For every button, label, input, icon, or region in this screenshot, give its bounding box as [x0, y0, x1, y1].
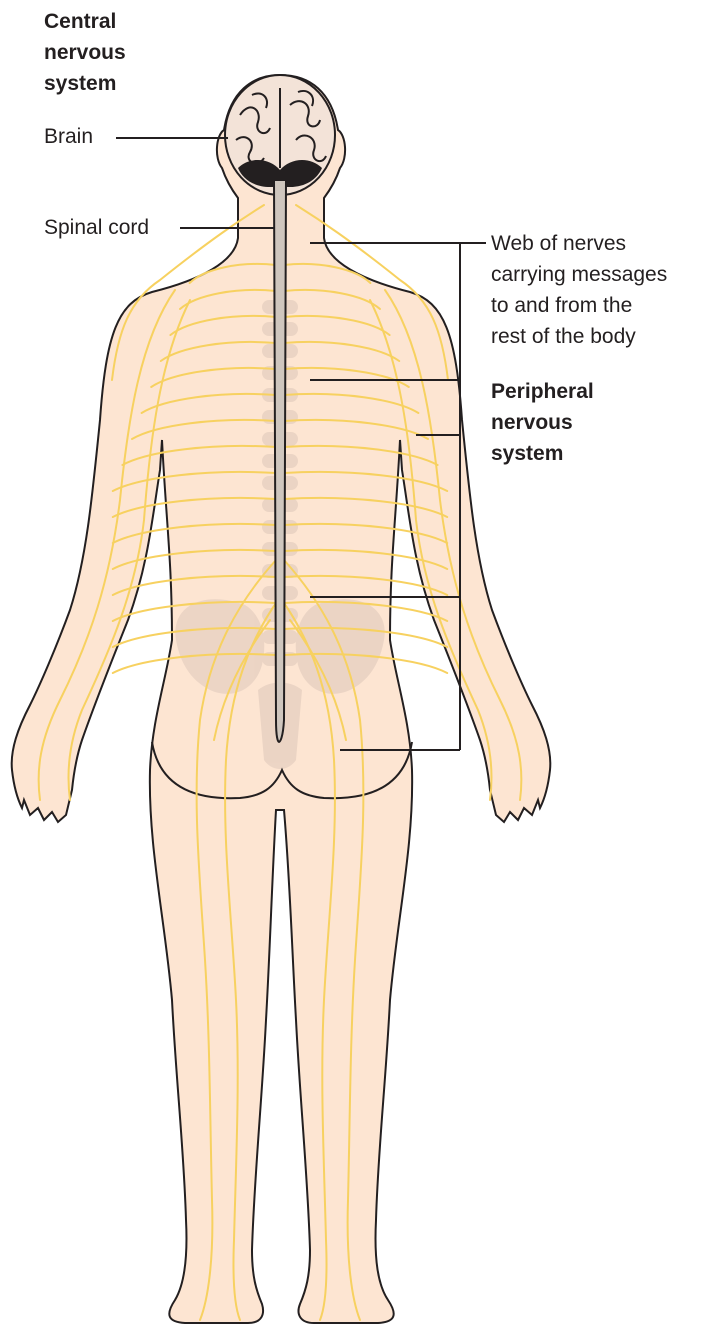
cns-title: Central nervous system: [44, 6, 126, 99]
web-of-nerves-line-1: Web of nerves: [491, 228, 667, 259]
spinal-cord: [274, 180, 286, 742]
brain: [225, 75, 335, 195]
pns-title-line-2: nervous: [491, 407, 594, 438]
pns-title: Peripheral nervous system: [491, 376, 594, 469]
pns-title-line-3: system: [491, 438, 594, 469]
web-of-nerves-line-3: to and from the: [491, 290, 667, 321]
brain-label: Brain: [44, 121, 93, 152]
cns-title-line-1: Central: [44, 6, 126, 37]
pns-title-line-1: Peripheral: [491, 376, 594, 407]
cns-title-line-3: system: [44, 68, 126, 99]
spinal-cord-label: Spinal cord: [44, 212, 149, 243]
web-of-nerves-line-4: rest of the body: [491, 321, 667, 352]
cns-title-line-2: nervous: [44, 37, 126, 68]
web-of-nerves-line-2: carrying messages: [491, 259, 667, 290]
web-of-nerves-label: Web of nerves carrying messages to and f…: [491, 228, 667, 352]
